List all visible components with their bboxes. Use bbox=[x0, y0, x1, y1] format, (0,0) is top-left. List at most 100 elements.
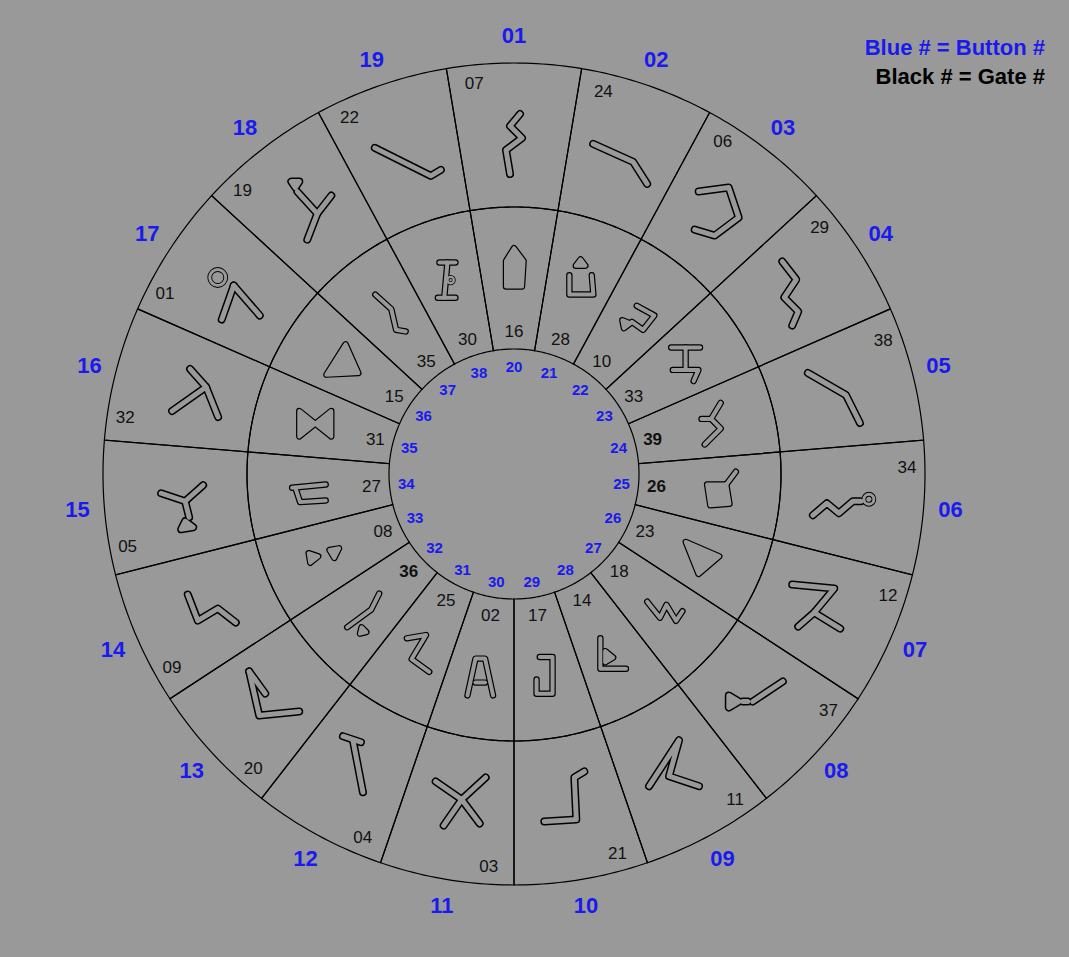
segment-border bbox=[470, 207, 558, 351]
glyph-stroke bbox=[438, 296, 456, 300]
glyph-stroke bbox=[632, 306, 654, 330]
dial-segment: 3427 bbox=[247, 451, 431, 540]
segment-border bbox=[116, 540, 291, 699]
segment-outline bbox=[350, 552, 487, 727]
glyph-symbol bbox=[375, 295, 405, 332]
gate-number: 14 bbox=[573, 591, 592, 608]
segment-border bbox=[290, 542, 437, 684]
gate-number: 09 bbox=[162, 659, 181, 676]
segment-outline bbox=[88, 539, 291, 699]
glyph-stroke bbox=[222, 286, 234, 320]
gate-number: 01 bbox=[155, 285, 174, 302]
glyph-symbol bbox=[375, 148, 441, 176]
glyph-stroke bbox=[673, 370, 699, 381]
segment-outline bbox=[386, 210, 503, 388]
button-number: 35 bbox=[401, 440, 418, 455]
glyph-symbol bbox=[161, 485, 203, 529]
glyph-symbol bbox=[506, 248, 524, 286]
glyph-stroke bbox=[329, 548, 339, 558]
glyph-stroke bbox=[753, 682, 783, 702]
glyph-stroke bbox=[808, 373, 860, 423]
button-number: 31 bbox=[454, 561, 471, 576]
button-number: 14 bbox=[101, 639, 125, 661]
glyph-stroke bbox=[726, 472, 736, 485]
glyph-symbol bbox=[702, 403, 721, 445]
glyph-stroke bbox=[299, 411, 331, 437]
glyph-symbol bbox=[649, 740, 699, 786]
glyph-stroke bbox=[506, 248, 524, 286]
dial-segment: 1103 bbox=[380, 726, 514, 923]
gate-number: 23 bbox=[635, 523, 654, 540]
glyph-stroke bbox=[206, 387, 218, 417]
segment-outline bbox=[541, 552, 678, 727]
gate-number: 15 bbox=[385, 387, 404, 404]
glyph-symbol bbox=[729, 682, 783, 708]
glyph-symbol bbox=[436, 777, 486, 825]
glyph-symbol bbox=[686, 542, 720, 574]
segment-border bbox=[269, 293, 422, 424]
button-number: 23 bbox=[596, 407, 613, 422]
glyph-symbol bbox=[695, 188, 739, 236]
dial-segment: 1819 bbox=[211, 112, 387, 294]
glyph-stroke bbox=[347, 594, 379, 628]
segment-outline bbox=[758, 308, 963, 452]
segment-outline bbox=[737, 539, 940, 699]
glyph-symbol bbox=[210, 270, 260, 320]
gate-number: 31 bbox=[366, 430, 385, 447]
glyph-symbol bbox=[188, 595, 236, 623]
button-number: 26 bbox=[605, 510, 622, 525]
segment-outline bbox=[317, 239, 472, 405]
segment-border bbox=[262, 685, 428, 863]
segment-border bbox=[573, 239, 710, 389]
glyph-stroke bbox=[506, 248, 524, 286]
glyph-stroke bbox=[569, 275, 593, 294]
segment-border bbox=[591, 542, 738, 684]
gate-number: 34 bbox=[897, 458, 916, 475]
glyph-stroke bbox=[506, 114, 522, 174]
gate-number: 02 bbox=[481, 607, 500, 624]
dial-segment: 2128 bbox=[525, 210, 642, 388]
gate-number: 04 bbox=[353, 828, 372, 845]
gate-number: 06 bbox=[713, 133, 732, 150]
dial-segment: 1021 bbox=[514, 726, 648, 923]
gate-number: 28 bbox=[551, 330, 570, 347]
glyph-stroke bbox=[210, 270, 226, 286]
gate-number: 10 bbox=[592, 353, 611, 370]
segment-border bbox=[514, 592, 601, 741]
glyph-stroke bbox=[813, 501, 861, 515]
button-number: 10 bbox=[574, 895, 598, 917]
glyph-stroke bbox=[726, 472, 736, 485]
glyph-stroke bbox=[537, 657, 553, 694]
dial-segment: 3308 bbox=[255, 501, 440, 621]
gate-number: 12 bbox=[879, 586, 898, 603]
glyph-stroke bbox=[347, 594, 379, 628]
segment-outline bbox=[556, 239, 711, 405]
glyph-stroke bbox=[462, 799, 480, 823]
glyph-symbol bbox=[467, 659, 493, 696]
glyph-stroke bbox=[707, 485, 729, 506]
glyph-stroke bbox=[291, 182, 299, 188]
button-number: 38 bbox=[471, 364, 488, 379]
glyph-stroke bbox=[798, 613, 814, 627]
glyph-stroke bbox=[185, 501, 189, 517]
segment-border bbox=[248, 367, 400, 464]
glyph-stroke bbox=[291, 182, 299, 188]
glyph-stroke bbox=[702, 416, 712, 422]
gate-number: 25 bbox=[436, 591, 455, 608]
glyph-stroke bbox=[695, 188, 739, 236]
gate-number: 11 bbox=[726, 790, 744, 807]
glyph-stroke bbox=[329, 548, 339, 558]
glyph-stroke bbox=[705, 403, 721, 445]
button-number: 29 bbox=[523, 573, 540, 588]
dial-segment: 0634 bbox=[772, 440, 975, 575]
glyph-stroke bbox=[234, 286, 260, 316]
glyph-symbol bbox=[544, 771, 584, 821]
segment-border bbox=[212, 113, 387, 294]
glyph-symbol bbox=[506, 114, 522, 174]
gate-number: 03 bbox=[479, 858, 498, 875]
segment-outline bbox=[123, 195, 318, 367]
gate-number: 17 bbox=[528, 607, 547, 624]
button-number: 34 bbox=[398, 475, 415, 490]
glyph-stroke bbox=[326, 344, 358, 374]
button-number: 24 bbox=[610, 440, 627, 455]
